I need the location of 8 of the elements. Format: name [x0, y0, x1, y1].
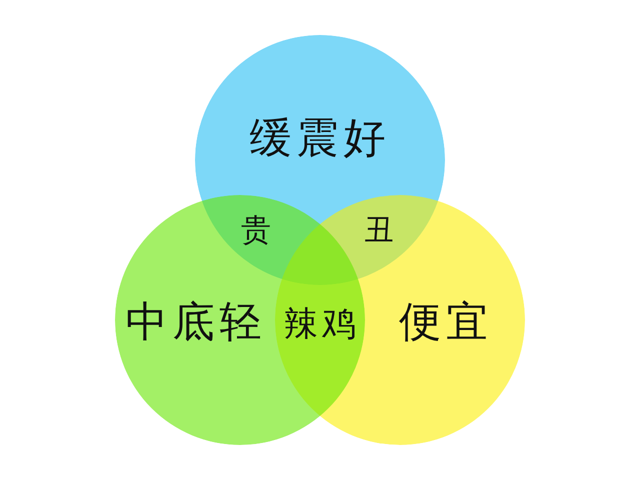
overlap-label: 丑 [364, 216, 398, 246]
overlap-label: 辣鸡 [284, 307, 360, 341]
circle-label: 中底轻 [125, 301, 267, 343]
circle-label: 缓震好 [249, 117, 391, 159]
venn-circle [195, 35, 445, 285]
circle-label: 便宜 [398, 301, 494, 343]
overlap-label: 贵 [241, 216, 275, 246]
venn-circle [115, 195, 365, 445]
